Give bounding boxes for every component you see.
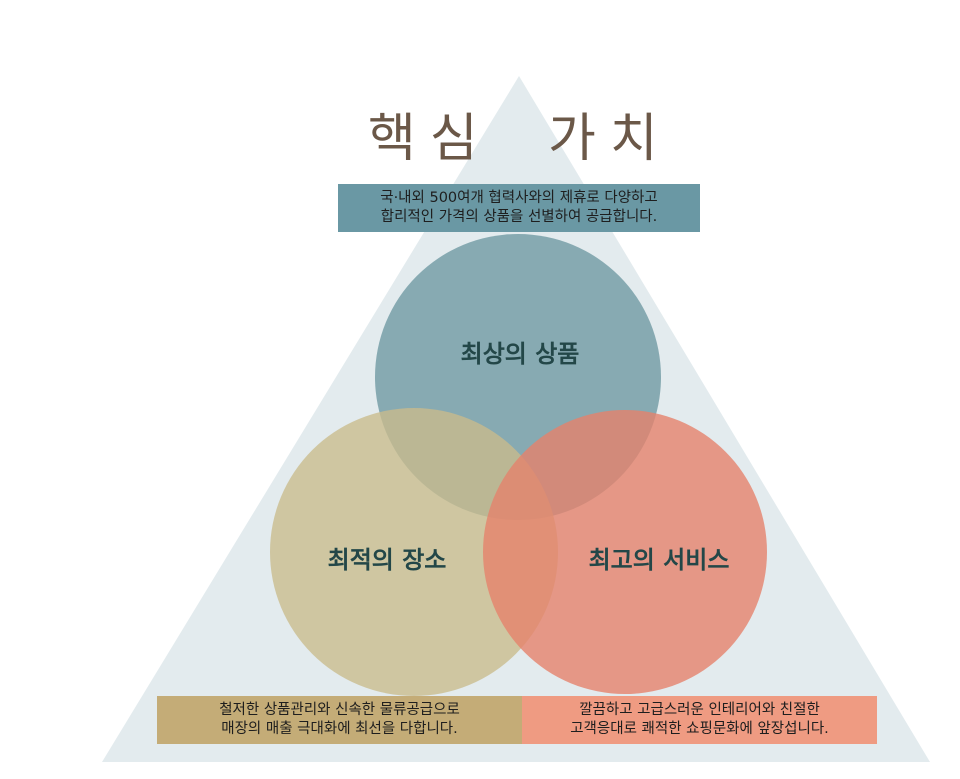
circle-label-place: 최적의 장소 [328,546,447,574]
title-right: 가치 [548,109,672,169]
description-product-line-2: 합리적인 가격의 상품을 선별하여 공급합니다. [380,209,658,225]
description-place-line-1: 철저한 상품관리와 신속한 물류공급으로 [219,702,460,718]
description-place-line-2: 매장의 매출 극대화에 최선을 다합니다. [221,721,458,737]
circle-right-service [483,410,767,694]
description-place: 철저한 상품관리와 신속한 물류공급으로 매장의 매출 극대화에 최선을 다합니… [157,696,522,744]
circle-label-service: 최고의 서비스 [589,546,730,574]
description-service-line-1: 깔끔하고 고급스러운 인테리어와 친절한 [579,702,820,718]
circle-left-place [270,408,558,696]
description-product: 국·내외 500여개 협력사와의 제휴로 다양하고 합리적인 가격의 상품을 선… [338,184,700,232]
circle-label-product: 최상의 상품 [461,340,580,368]
description-service: 깔끔하고 고급스러운 인테리어와 친절한 고객응대로 쾌적한 쇼핑문화에 앞장섭… [522,696,877,744]
description-service-line-2: 고객응대로 쾌적한 쇼핑문화에 앞장섭니다. [570,721,829,737]
title-left: 핵심 [368,109,492,169]
description-product-line-1: 국·내외 500여개 협력사와의 제휴로 다양하고 [380,190,658,206]
